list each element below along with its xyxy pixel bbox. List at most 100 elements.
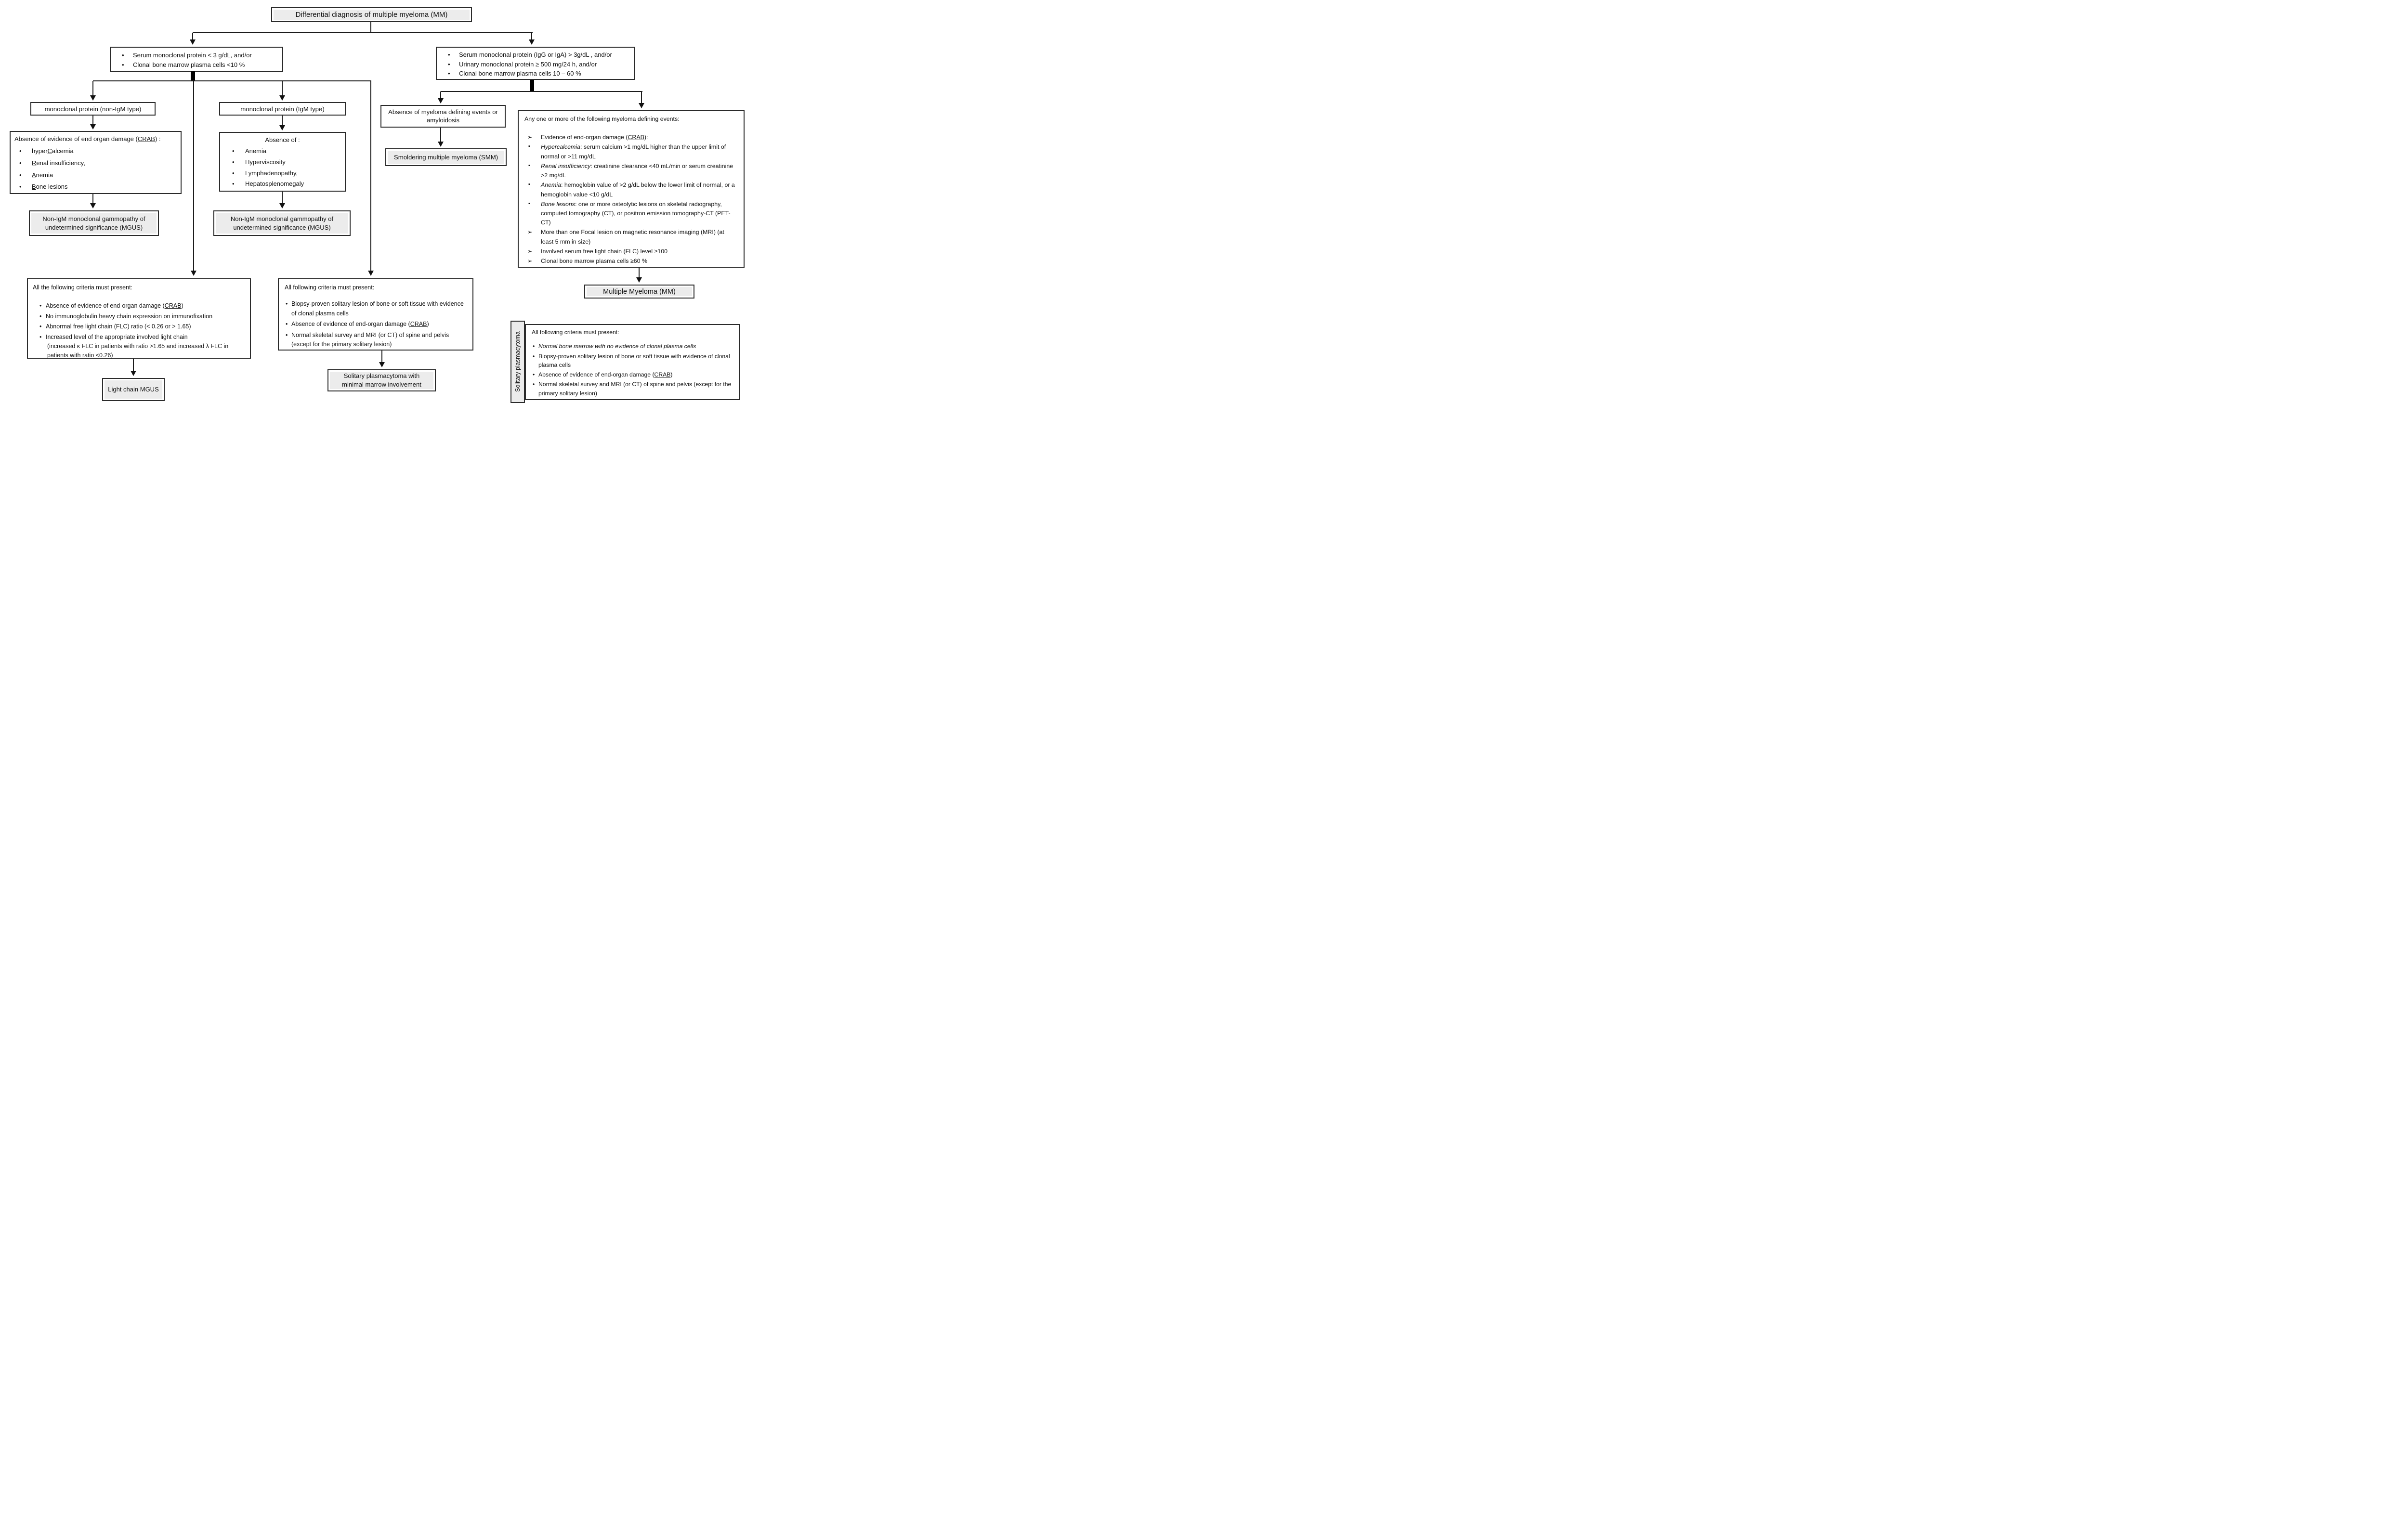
solitary-side-label: Solitary plasmacytoma [510, 321, 525, 403]
connector [440, 128, 441, 143]
criteria-item: Serum monoclonal protein < 3 g/dL, and/o… [116, 51, 277, 60]
connector [282, 116, 283, 126]
criteria-item: Clonal bone marrow plasma cells 10 – 60 … [442, 69, 629, 78]
text: Smoldering multiple myeloma (SMM) [393, 154, 498, 161]
non-igm-label-box: monoclonal protein (non-IgM type) [30, 102, 156, 116]
criteria-item: Anemia [14, 171, 177, 180]
text: Light chain MGUS [108, 386, 159, 393]
text: monoclonal protein (non-IgM type) [44, 105, 142, 113]
text: C [47, 147, 52, 155]
connector-title-down [370, 22, 371, 33]
criteria-item: Renal insufficiency, [14, 159, 177, 168]
solitary-min-list: Biopsy-proven solitary lesion of bone or… [285, 299, 467, 349]
criteria-item: Biopsy-proven solitary lesion of bone or… [532, 352, 733, 370]
connector-to-igm [282, 81, 283, 96]
text: Absence of evidence of end-organ damage … [538, 371, 654, 378]
text: Clonal bone marrow plasma cells 10 – 60 … [459, 70, 581, 77]
text: Absence of myeloma defining events or am… [388, 108, 498, 124]
text: ) : [155, 135, 161, 143]
criteria-note: (increased κ FLC in patients with ratio … [47, 342, 229, 359]
criteria-item: hyperCalcemia [14, 147, 177, 156]
criteria-item: Absence of evidence of end-organ damage … [33, 301, 245, 311]
text: : serum calcium >1 mg/dL higher than the… [541, 143, 726, 160]
arrowhead-down-icon [636, 277, 642, 283]
connector-thick-stub-right [530, 80, 534, 91]
crab-list: hyperCalcemia Renal insufficiency, Anemi… [14, 147, 177, 192]
mde-box: Any one or more of the following myeloma… [518, 110, 745, 268]
criteria-item: Urinary monoclonal protein ≥ 500 mg/24 h… [442, 60, 629, 69]
criteria-item: Anemia [224, 147, 341, 156]
text: Evidence of end-organ damage ( [541, 134, 628, 141]
criteria-item: Hepatosplenomegaly [224, 180, 341, 189]
text: Absence of evidence of end-organ damage … [46, 302, 165, 309]
text: alcemia [52, 147, 74, 155]
criteria-item: No immunoglobulin heavy chain expression… [33, 312, 245, 321]
connector [92, 194, 93, 204]
outcome-fill: Smoldering multiple myeloma (SMM) [388, 151, 504, 164]
text: Absence of evidence of end organ damage … [14, 135, 138, 143]
mde-item: Clonal bone marrow plasma cells ≥60 % [524, 257, 738, 266]
connector-to-light-chain [193, 81, 194, 272]
criteria-item: Normal bone marrow with no evidence of c… [532, 342, 733, 351]
text: More than one Focal lesion on magnetic r… [541, 229, 724, 245]
mde-item: More than one Focal lesion on magnetic r… [524, 228, 738, 246]
outcome-fill: Multiple Myeloma (MM) [587, 287, 692, 296]
solitary-min-outcome-box: Solitary plasmacytoma with minimal marro… [327, 369, 436, 391]
mde-item: Renal insufficiency: creatinine clearanc… [524, 162, 738, 180]
igm-label-box: monoclonal protein (IgM type) [219, 102, 346, 116]
connector-to-mde [641, 91, 642, 104]
mde-list: Evidence of end-organ damage (CRAB): Hyp… [524, 133, 738, 266]
text: Normal skeletal survey and MRI (or CT) o… [538, 381, 732, 397]
connector [381, 351, 382, 363]
arrowhead-down-icon [90, 203, 96, 208]
text: Solitary plasmacytoma [514, 331, 521, 392]
mde-item: Bone lesions: one or more osteolytic les… [524, 200, 738, 228]
text: : creatinine clearance <40 mL/min or ser… [541, 162, 733, 179]
connector [92, 116, 93, 125]
text: : hemoglobin value of >2 g/dL below the … [541, 182, 735, 198]
text: Hyperviscosity [245, 158, 286, 166]
text: Clonal bone marrow plasma cells ≥60 % [541, 258, 647, 265]
criteria-item: Lymphadenopathy, [224, 169, 341, 178]
arrowhead-down-icon [90, 95, 96, 101]
text: nemia [36, 171, 53, 179]
criteria-item: Abnormal free light chain (FLC) ratio (<… [33, 322, 245, 331]
text: Non-IgM monoclonal gammopathy of undeter… [42, 215, 145, 231]
text: Absence of evidence of end-organ damage … [291, 321, 410, 328]
light-chain-criteria-box: All the following criteria must present:… [27, 278, 251, 359]
text: Biopsy-proven solitary lesion of bone or… [538, 352, 730, 368]
mde-item: Involved serum free light chain (FLC) le… [524, 247, 738, 256]
text: enal insufficiency, [36, 159, 85, 167]
high-risk-criteria-box: Serum monoclonal protein (IgG or IgA) > … [436, 47, 635, 80]
text: one lesions [36, 183, 68, 191]
text: Multiple Myeloma (MM) [603, 287, 676, 296]
criteria-item: Hyperviscosity [224, 158, 341, 167]
criteria-item: Absence of evidence of end-organ damage … [532, 370, 733, 379]
connector-to-solitary-min [370, 81, 371, 272]
connector-right-drop [531, 33, 532, 40]
mm-outcome-box: Multiple Myeloma (MM) [584, 285, 694, 299]
criteria-item: Clonal bone marrow plasma cells <10 % [116, 60, 277, 70]
criteria-item: Serum monoclonal protein (IgG or IgA) > … [442, 50, 629, 60]
arrowhead-down-icon [639, 103, 644, 108]
connector-right-branch-horizontal [441, 91, 642, 92]
arrowhead-down-icon [529, 39, 535, 45]
connector-to-smm [440, 91, 441, 99]
low-risk-criteria-list: Serum monoclonal protein < 3 g/dL, and/o… [116, 51, 277, 69]
criteria-heading: All following criteria must present: [532, 329, 619, 336]
text: Bone lesions [541, 200, 575, 208]
text: ) [181, 302, 183, 309]
text: Normal skeletal survey and MRI (or CT) o… [291, 331, 449, 348]
text: Increased level of the appropriate invol… [46, 334, 188, 340]
text: Serum monoclonal protein < 3 g/dL, and/o… [133, 52, 252, 59]
text: Hypercalcemia [541, 143, 580, 151]
connector-left-drop [192, 33, 193, 40]
criteria-item: Absence of evidence of end-organ damage … [285, 320, 467, 329]
arrowhead-down-icon [368, 271, 374, 276]
solitary-list: Normal bone marrow with no evidence of c… [532, 342, 733, 398]
text: monoclonal protein (IgM type) [240, 105, 325, 113]
non-igm-crab-box: Absence of evidence of end organ damage … [10, 131, 182, 194]
text: Involved serum free light chain (FLC) le… [541, 247, 667, 255]
text: No immunoglobulin heavy chain expression… [46, 312, 213, 320]
igm-mgus-outcome-box: Non-IgM monoclonal gammopathy of undeter… [213, 210, 351, 236]
